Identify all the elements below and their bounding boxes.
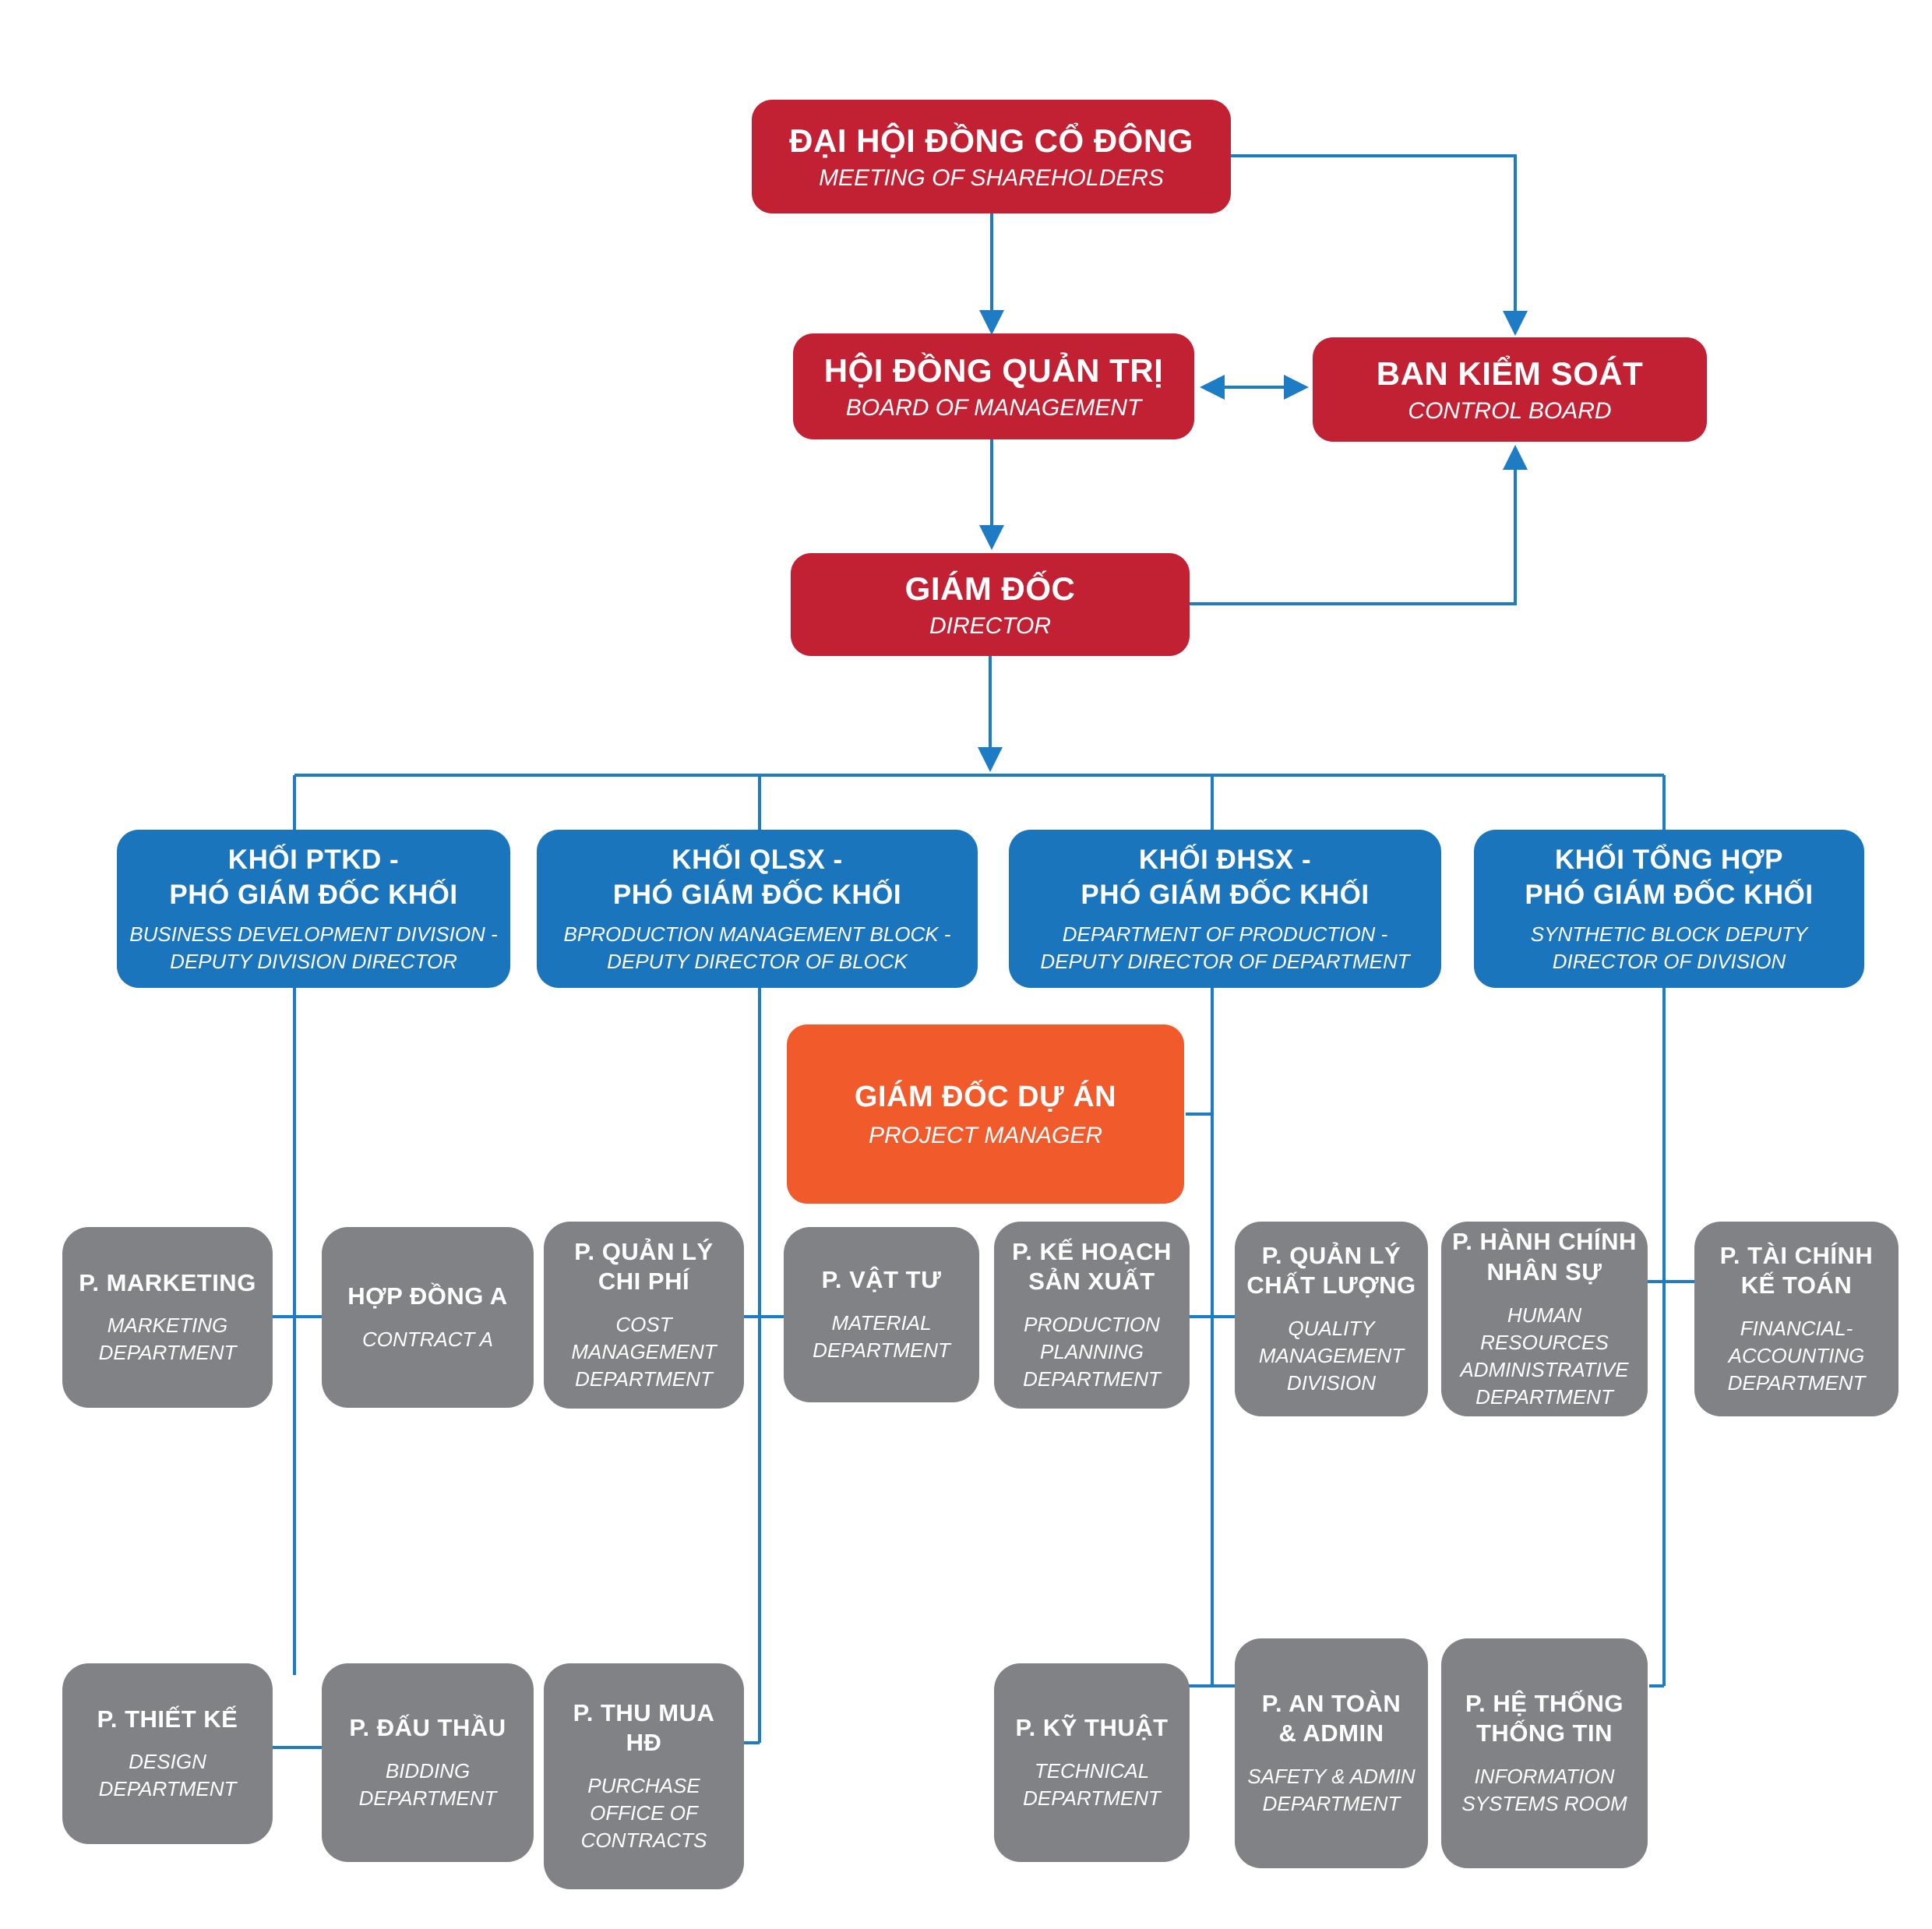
node-title: P. QUẢN LÝ CHI PHÍ (574, 1237, 714, 1296)
node-subtitle: SYNTHETIC BLOCK DEPUTY DIRECTOR OF DIVIS… (1530, 922, 1808, 973)
node-bidding-department: P. ĐẤU THẦU BIDDING DEPARTMENT (322, 1663, 534, 1862)
node-contract-a: HỢP ĐỒNG A CONTRACT A (322, 1227, 534, 1408)
node-title: HỘI ĐỒNG QUẢN TRỊ (823, 352, 1164, 389)
node-title: P. THU MUA HĐ (573, 1698, 715, 1757)
node-control-board: BAN KIỂM SOÁT CONTROL BOARD (1313, 337, 1707, 442)
node-material-department: P. VẬT TƯ MATERIAL DEPARTMENT (784, 1227, 979, 1402)
node-subtitle: CONTROL BOARD (1408, 397, 1612, 424)
node-division-synthetic: KHỐI TỔNG HỢP PHÓ GIÁM ĐỐC KHỐI SYNTHETI… (1474, 830, 1864, 988)
node-subtitle: BPRODUCTION MANAGEMENT BLOCK - DEPUTY DI… (563, 922, 951, 973)
node-title: KHỐI PTKD - PHÓ GIÁM ĐỐC KHỐI (169, 844, 458, 911)
node-subtitle: BUSINESS DEVELOPMENT DIVISION - DEPUTY D… (129, 922, 498, 973)
node-title: P. THIẾT KẾ (97, 1705, 238, 1733)
node-subtitle: SAFETY & ADMIN DEPARTMENT (1247, 1765, 1416, 1816)
arrow-director-to-control (1190, 454, 1517, 605)
node-title: GIÁM ĐỐC (904, 570, 1076, 607)
node-title: KHỐI ĐHSX - PHÓ GIÁM ĐỐC KHỐI (1081, 844, 1370, 911)
node-title: ĐẠI HỘI ĐỒNG CỔ ĐÔNG (789, 122, 1193, 159)
node-marketing-department: P. MARKETING MARKETING DEPARTMENT (62, 1227, 273, 1408)
node-cost-management-department: P. QUẢN LÝ CHI PHÍ COST MANAGEMENT DEPAR… (544, 1222, 744, 1409)
node-subtitle: TECHNICAL DEPARTMENT (1023, 1758, 1161, 1810)
node-division-production-operation: KHỐI ĐHSX - PHÓ GIÁM ĐỐC KHỐI DEPARTMENT… (1009, 830, 1441, 988)
node-title: P. HÀNH CHÍNH NHÂN SỰ (1452, 1228, 1637, 1285)
node-subtitle: PURCHASE OFFICE OF CONTRACTS (580, 1774, 707, 1853)
node-subtitle: DIRECTOR (929, 612, 1052, 639)
node-subtitle: MEETING OF SHAREHOLDERS (819, 164, 1164, 191)
node-title: P. MARKETING (79, 1268, 256, 1296)
node-board-of-management: HỘI ĐỒNG QUẢN TRỊ BOARD OF MANAGEMENT (793, 333, 1194, 439)
node-director: GIÁM ĐỐC DIRECTOR (791, 553, 1190, 656)
node-subtitle: DEPARTMENT OF PRODUCTION - DEPUTY DIRECT… (1040, 922, 1410, 973)
node-subtitle: HUMAN RESOURCES ADMINISTRATIVE DEPARTMEN… (1460, 1303, 1629, 1409)
arrowhead-down-distribution (978, 747, 1003, 772)
node-title: P. ĐẤU THẦU (349, 1714, 506, 1742)
node-title: KHỐI TỔNG HỢP PHÓ GIÁM ĐỐC KHỐI (1525, 844, 1814, 911)
node-hr-admin-department: P. HÀNH CHÍNH NHÂN SỰ HUMAN RESOURCES AD… (1441, 1222, 1648, 1416)
node-title: KHỐI QLSX - PHÓ GIÁM ĐỐC KHỐI (612, 844, 902, 911)
node-subtitle: PRODUCTION PLANNING DEPARTMENT (1023, 1313, 1161, 1391)
node-division-business-development: KHỐI PTKD - PHÓ GIÁM ĐỐC KHỐI BUSINESS D… (117, 830, 510, 988)
node-division-production-management: KHỐI QLSX - PHÓ GIÁM ĐỐC KHỐI BPRODUCTIO… (537, 830, 978, 988)
node-subtitle: PROJECT MANAGER (868, 1122, 1103, 1148)
arrow-shareholders-to-control (1231, 154, 1517, 327)
arrowhead-left-board (1200, 375, 1225, 400)
node-meeting-of-shareholders: ĐẠI HỘI ĐỒNG CỔ ĐÔNG MEETING OF SHAREHOL… (752, 100, 1231, 213)
node-title: GIÁM ĐỐC DỰ ÁN (854, 1081, 1117, 1114)
node-subtitle: INFORMATION SYSTEMS ROOM (1461, 1765, 1627, 1816)
node-title: P. TÀI CHÍNH KẾ TOÁN (1719, 1241, 1874, 1300)
node-title: P. QUẢN LÝ CHẤT LƯỢNG (1246, 1241, 1416, 1300)
node-title: P. AN TOÀN & ADMIN (1261, 1689, 1401, 1747)
node-subtitle: CONTRACT A (361, 1327, 494, 1351)
node-title: HỢP ĐỒNG A (347, 1282, 508, 1310)
node-subtitle: MATERIAL DEPARTMENT (813, 1310, 950, 1362)
node-project-manager: GIÁM ĐỐC DỰ ÁN PROJECT MANAGER (787, 1024, 1184, 1204)
node-information-systems-room: P. HỆ THỐNG THỐNG TIN INFORMATION SYSTEM… (1441, 1638, 1648, 1868)
arrowhead-right-control (1284, 375, 1309, 400)
node-title: P. VẬT TƯ (821, 1266, 942, 1294)
node-title: P. KẾ HOẠCH SẢN XUẤT (1012, 1237, 1172, 1296)
node-title: BAN KIỂM SOÁT (1376, 355, 1644, 392)
node-finance-accounting-department: P. TÀI CHÍNH KẾ TOÁN FINANCIAL- ACCOUNTI… (1694, 1222, 1899, 1416)
node-subtitle: MARKETING DEPARTMENT (98, 1314, 237, 1365)
node-subtitle: BIDDING DEPARTMENT (358, 1758, 497, 1810)
node-subtitle: FINANCIAL- ACCOUNTING DEPARTMENT (1727, 1317, 1866, 1395)
node-purchase-office-of-contracts: P. THU MUA HĐ PURCHASE OFFICE OF CONTRAC… (544, 1663, 744, 1889)
arrowhead-down-board (979, 310, 1004, 335)
node-title: P. HỆ THỐNG THỐNG TIN (1465, 1689, 1624, 1747)
node-design-department: P. THIẾT KẾ DESIGN DEPARTMENT (62, 1663, 273, 1844)
node-title: P. KỸ THUẬT (1015, 1714, 1169, 1742)
node-quality-management-division: P. QUẢN LÝ CHẤT LƯỢNG QUALITY MANAGEMENT… (1235, 1222, 1428, 1416)
node-subtitle: BOARD OF MANAGEMENT (845, 394, 1142, 421)
node-technical-department: P. KỸ THUẬT TECHNICAL DEPARTMENT (994, 1663, 1190, 1862)
arrowhead-down-director (979, 525, 1004, 550)
node-production-planning-department: P. KẾ HOẠCH SẢN XUẤT PRODUCTION PLANNING… (994, 1222, 1190, 1409)
arrowhead-down-control (1503, 311, 1528, 336)
node-subtitle: QUALITY MANAGEMENT DIVISION (1258, 1317, 1405, 1395)
node-subtitle: COST MANAGEMENT DEPARTMENT (571, 1313, 717, 1391)
node-subtitle: DESIGN DEPARTMENT (98, 1750, 237, 1801)
arrowhead-up-control (1503, 445, 1528, 470)
node-safety-admin-department: P. AN TOÀN & ADMIN SAFETY & ADMIN DEPART… (1235, 1638, 1428, 1868)
